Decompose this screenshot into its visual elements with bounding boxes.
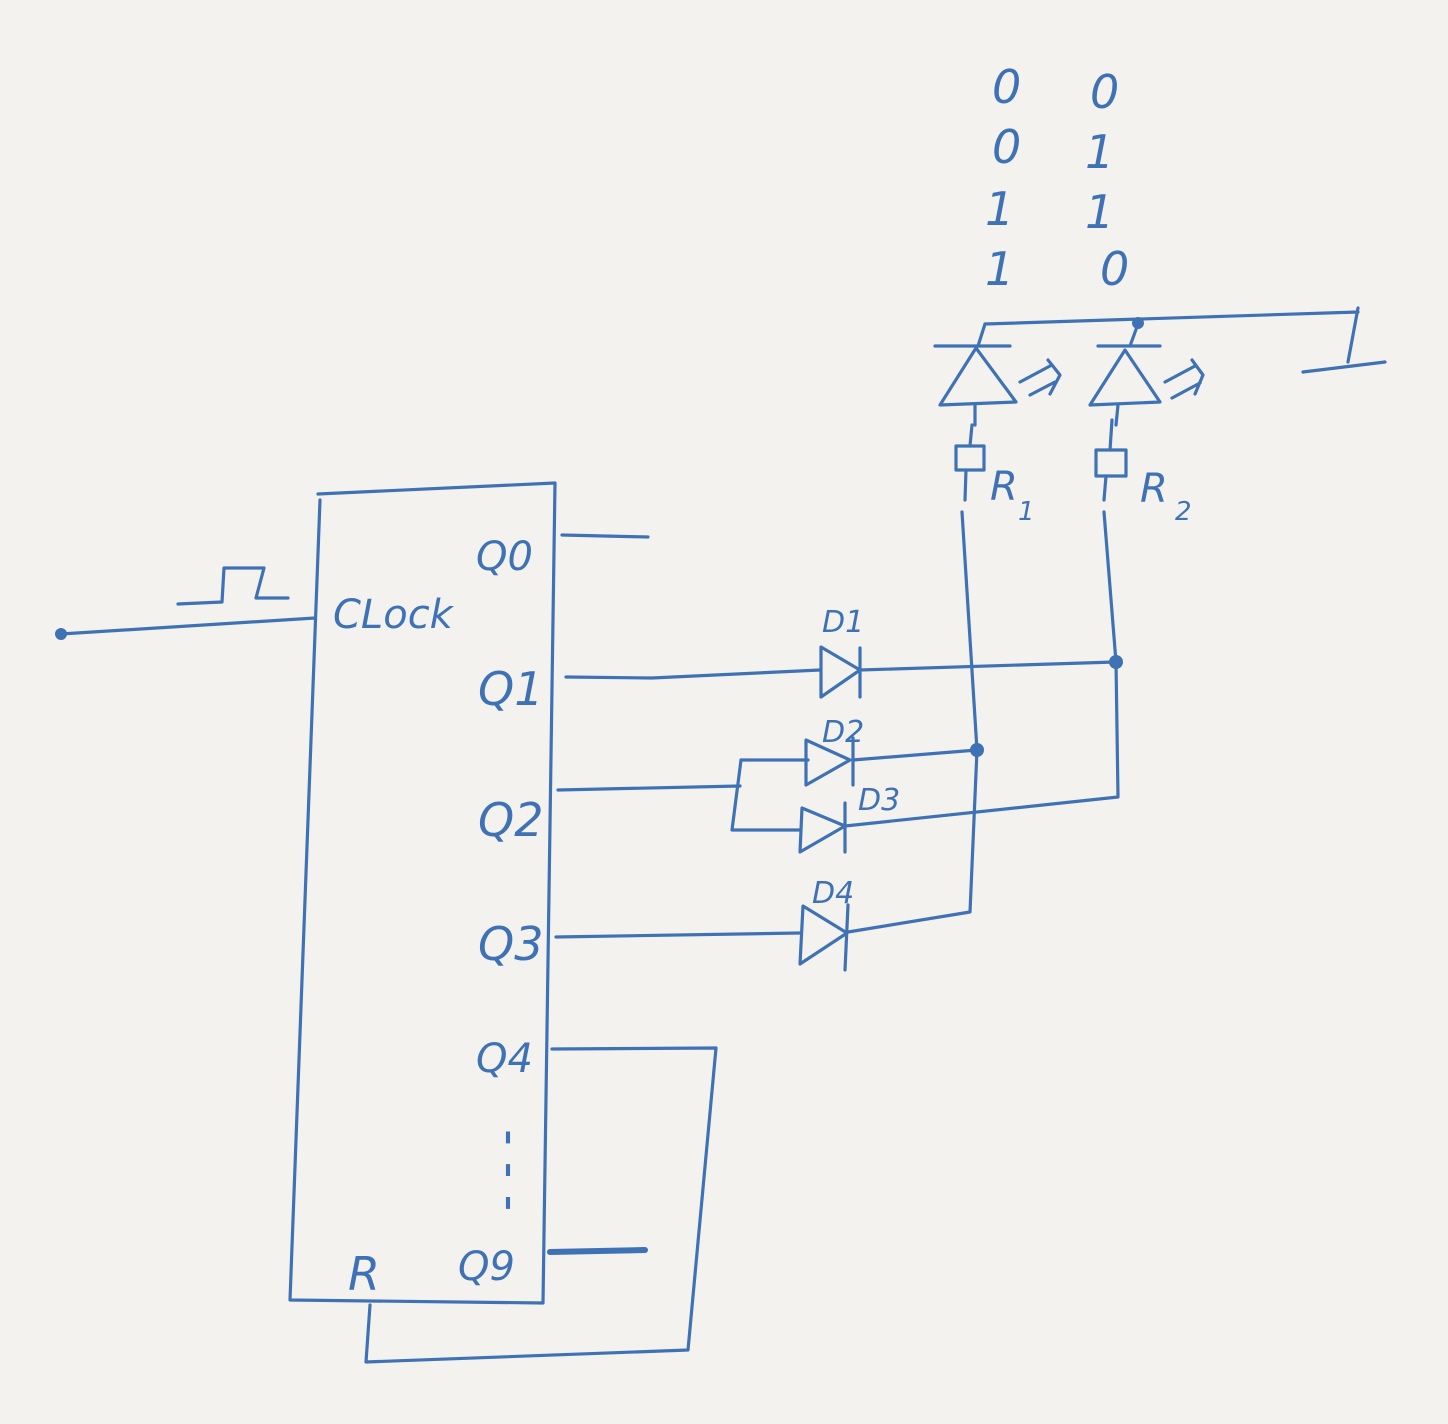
d2-label: D2 [822,715,864,750]
q1-wire [564,668,822,680]
d4-label: D4 [812,876,854,911]
q2-wire [556,784,742,792]
ground-symbol-icon [1301,306,1387,374]
truth-col1-row3: 1 [985,182,1014,236]
q1-label: Q1 [478,662,543,716]
truth-col1-row2: 0 [992,120,1021,174]
led-anode-rail [983,310,1360,326]
d3-label: D3 [858,783,900,818]
diode-icon [798,645,862,972]
r2-label: R [1140,466,1168,512]
q9-label: Q9 [458,1244,515,1290]
clock-label: CLock [333,592,455,638]
q0-wire [560,533,650,539]
truth-col1-row1: 0 [992,60,1021,114]
d2-output-wire [851,748,979,762]
junction-dot [970,743,984,757]
q3-label: Q3 [478,917,543,971]
truth-col2-row3: 1 [1085,185,1114,239]
truth-col2-row2: 1 [1085,125,1114,179]
q0-label: Q0 [476,534,533,580]
q9-wire [547,1247,648,1255]
junction-dot [1109,655,1123,669]
counter-chip-outline [288,481,557,1305]
q2-branch [730,758,810,832]
d1-output-wire [858,660,1117,672]
resistor-icon [954,418,1128,502]
truth-col1-row4: 1 [985,242,1014,296]
truth-col2-row1: 0 [1090,65,1119,119]
d4-output-wire [846,748,979,934]
column-r1 [960,510,979,752]
q4-label: Q4 [476,1036,533,1082]
q3-wire [554,931,802,939]
r2-subscript: 2 [1175,497,1192,527]
reset-label: R [348,1247,380,1301]
junction-dot [1132,317,1144,329]
d1-label: D1 [822,605,864,640]
q2-label: Q2 [478,793,543,847]
d3-output-wire [843,660,1120,828]
clock-pulse-icon [176,566,290,606]
r1-subscript: 1 [1018,497,1035,527]
truth-col2-row4: 0 [1100,242,1129,296]
r1-label: R [990,464,1018,510]
column-r2 [1102,510,1118,664]
clock-input-wire [59,616,317,636]
led-icon [933,322,1205,427]
q4-feedback-wire [364,1046,718,1364]
ellipsis-label: ⋮ [488,1113,528,1224]
